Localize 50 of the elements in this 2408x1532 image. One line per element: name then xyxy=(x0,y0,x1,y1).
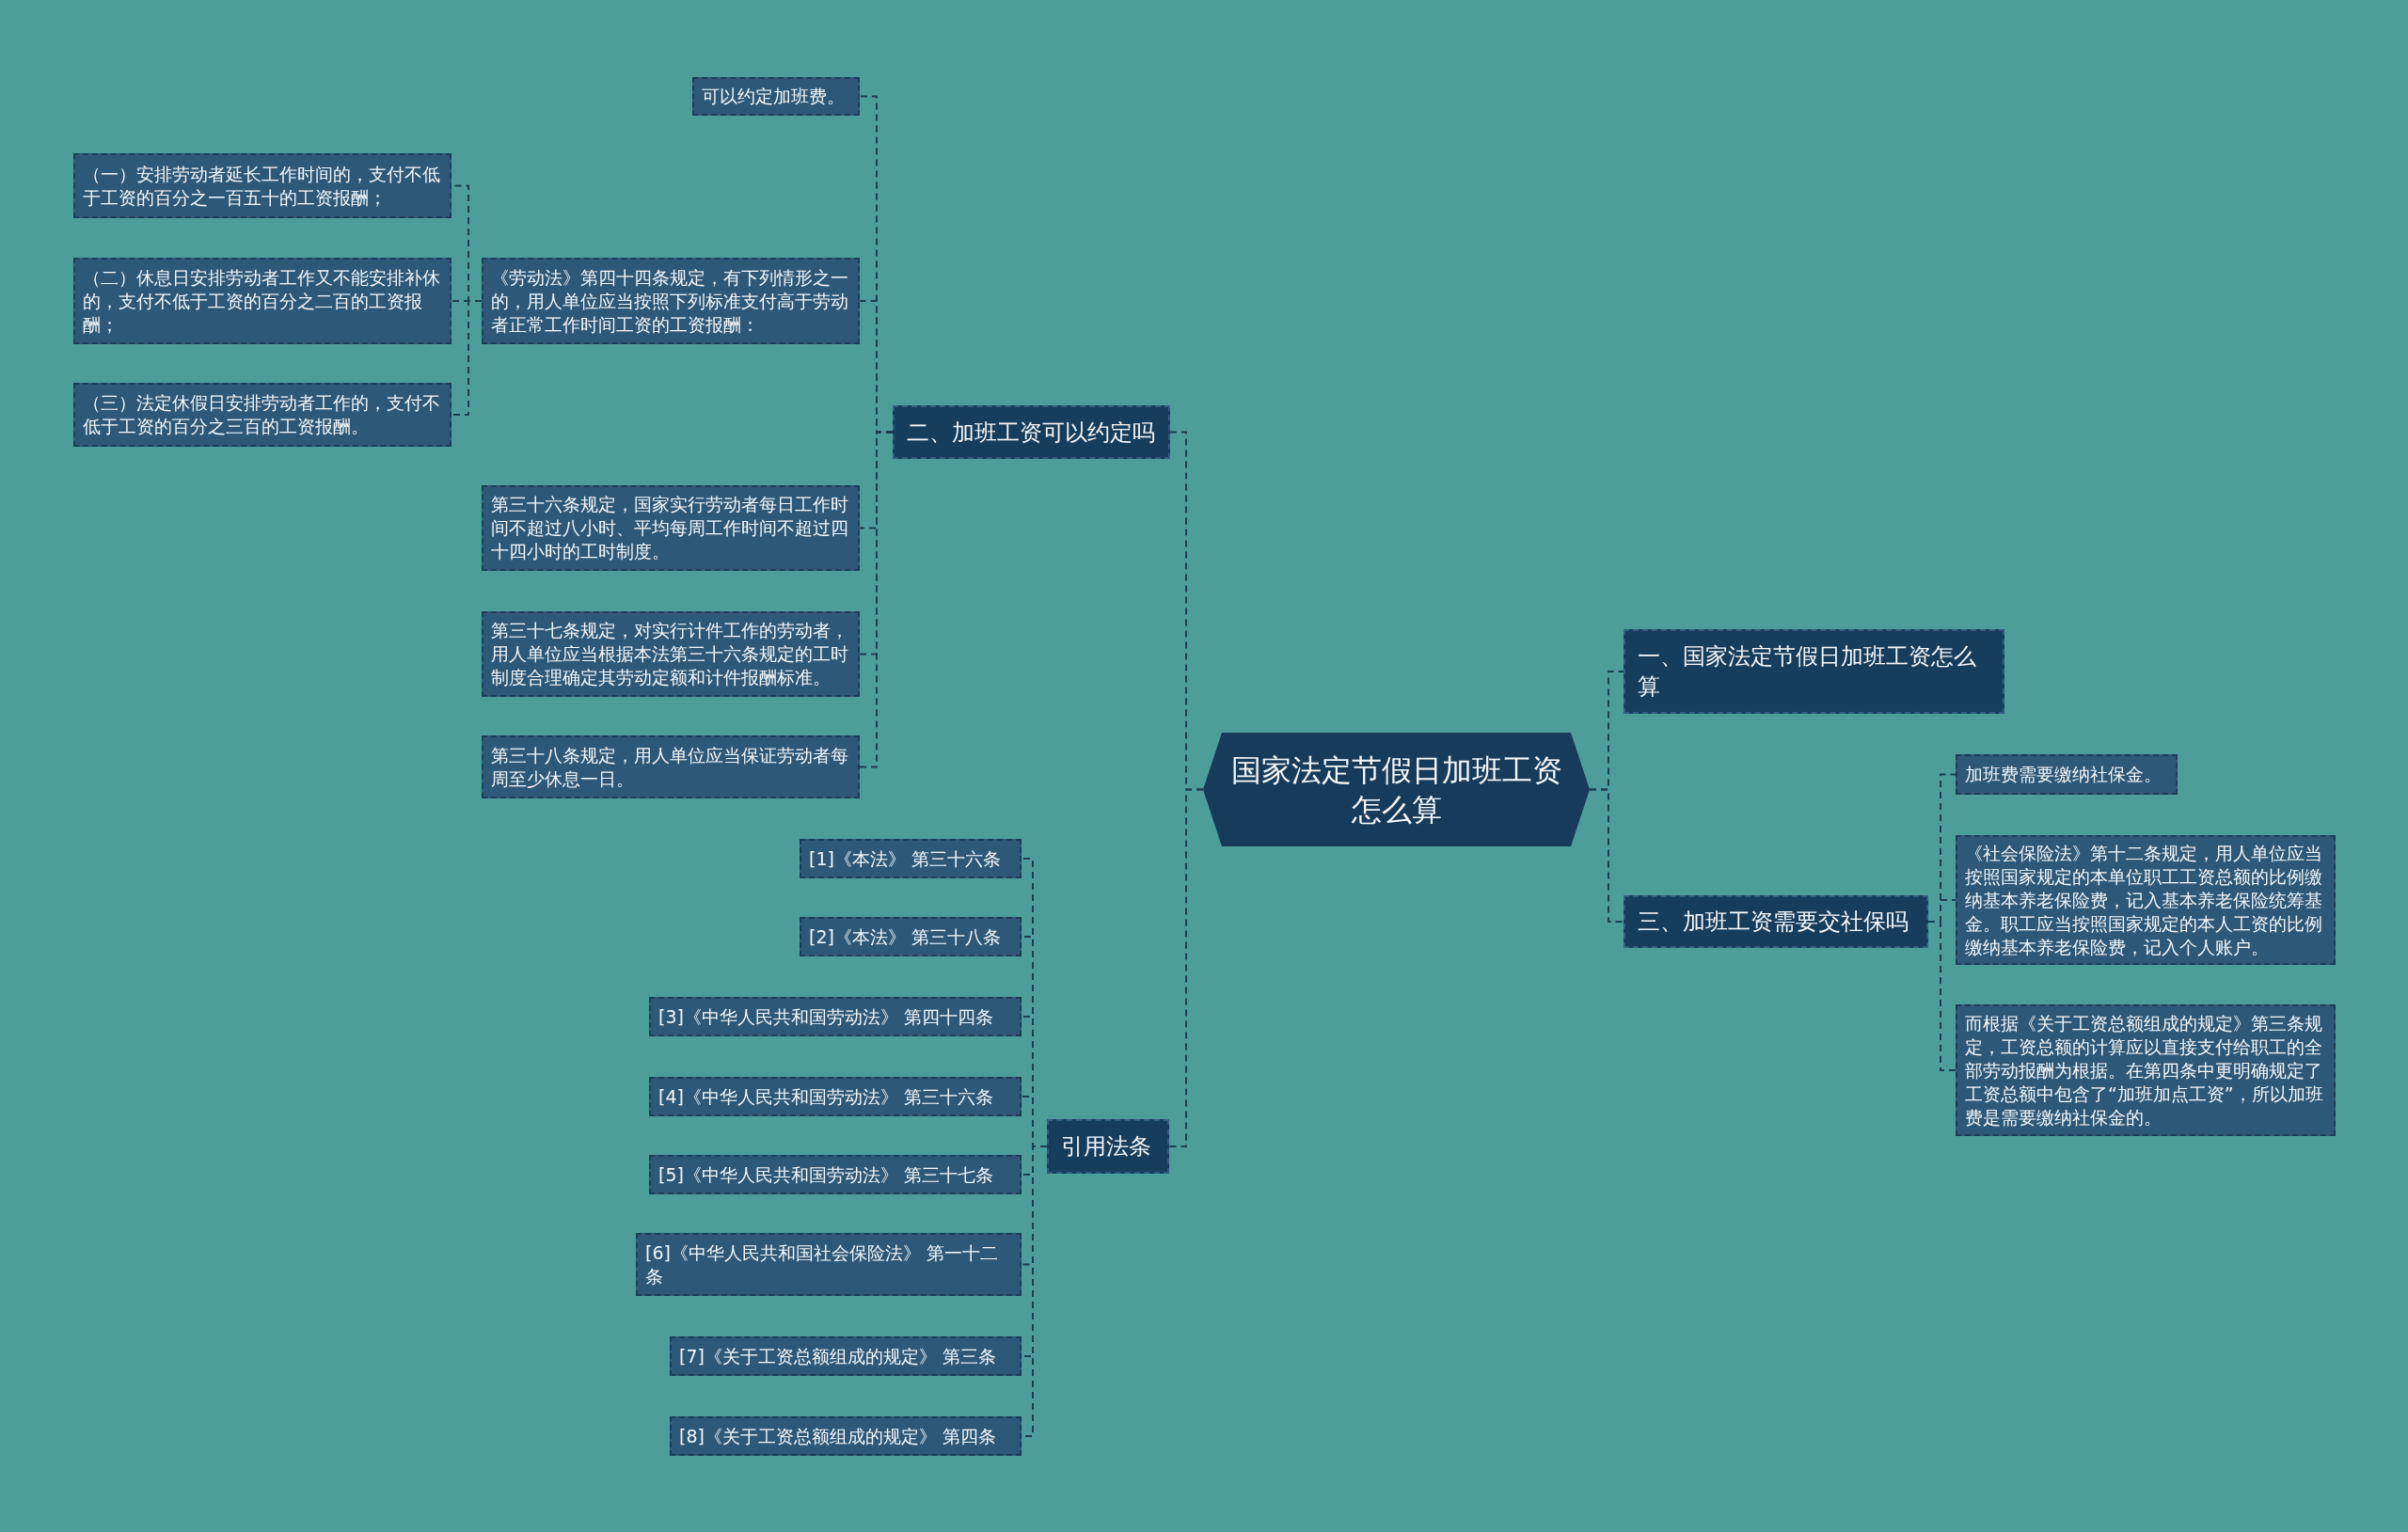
note-text: 第三十七条规定，对实行计件工作的劳动者，用人单位应当根据本法第三十六条规定的工时制度合理确定其劳动定额和计件报酬标准。 xyxy=(491,619,849,689)
note-card xyxy=(649,1077,1022,1116)
branch-topic-card xyxy=(1624,629,2004,714)
note-card xyxy=(73,258,452,344)
note-text: 第三十六条规定，国家实行劳动者每日工作时间不超过八小时、平均每周工作时间不超过四十四小时的工时制度。 xyxy=(491,493,849,563)
note-text: （一）安排劳动者延长工作时间的，支付不低于工资的百分之一百五十的工资报酬； xyxy=(83,162,441,210)
note-text: [4]《中华人民共和国劳动法》 第三十六条 xyxy=(658,1084,994,1109)
note-text: （二）休息日安排劳动者工作又不能安排补休的，支付不低于工资的百分之二百的工资报酬； xyxy=(83,265,441,337)
note-text: 可以约定加班费。 xyxy=(702,85,846,108)
central-topic-hexagon xyxy=(1203,733,1590,846)
note-text: 第三十八条规定，用人单位应当保证劳动者每周至少休息一日。 xyxy=(491,743,849,791)
note-text: [2]《本法》 第三十八条 xyxy=(809,924,1002,949)
connector-line xyxy=(451,300,483,416)
note-card xyxy=(670,1416,1022,1456)
connector-line xyxy=(1927,921,1956,1071)
note-text: 《社会保险法》第十二条规定，用人单位应当按照国家规定的本单位职工工资总额的比例缴纳基本养老保险费，记入基本养老保险统筹基金。职工应当按照国家规定的本人工资的比例缴纳基本养老保险费，记入个人账户。 xyxy=(1965,841,2323,959)
note-text: [1]《本法》 第三十六条 xyxy=(809,846,1002,871)
branch-topic-card xyxy=(1624,895,1928,948)
note-text: 《劳动法》第四十四条规定，有下列情形之一的，用人单位应当按照下列标准支付高于劳动者正常工作时间工资的工资报酬： xyxy=(491,265,849,337)
note-text: （三）法定休假日安排劳动者工作的，支付不低于工资的百分之三百的工资报酬。 xyxy=(83,391,441,438)
note-card xyxy=(482,485,860,571)
note-card xyxy=(482,611,860,697)
note-card xyxy=(1956,754,2178,795)
note-text: [3]《中华人民共和国劳动法》 第四十四条 xyxy=(658,1004,994,1029)
note-card xyxy=(73,153,452,218)
branch-topic-text: 引用法条 xyxy=(1061,1132,1152,1161)
note-text: [5]《中华人民共和国劳动法》 第三十七条 xyxy=(658,1162,994,1187)
note-card xyxy=(670,1336,1022,1376)
note-text: [6]《中华人民共和国社会保险法》 第一十二条 xyxy=(645,1240,999,1288)
branch-topic-card xyxy=(893,405,1170,459)
note-text: 加班费需要缴纳社保金。 xyxy=(1965,763,2162,786)
branch-topic-text: 二、加班工资可以约定吗 xyxy=(907,418,1156,448)
note-card xyxy=(73,383,452,447)
note-card xyxy=(482,735,860,798)
note-card xyxy=(482,258,860,344)
note-card xyxy=(800,917,1022,956)
note-text: [8]《关于工资总额组成的规定》 第四条 xyxy=(679,1424,997,1448)
connector-line xyxy=(1589,788,1624,923)
branch-topic-text: 一、国家法定节假日加班工资怎么算 xyxy=(1638,642,1977,702)
note-card xyxy=(649,997,1022,1036)
connector-line xyxy=(1168,788,1204,1147)
note-card xyxy=(636,1233,1022,1296)
note-card xyxy=(800,839,1022,878)
central-topic-text: 国家法定节假日加班工资怎么算 xyxy=(1229,750,1563,829)
note-text: 而根据《关于工资总额组成的规定》第三条规定，工资总额的计算应以直接支付给职工的全部劳动报酬为根据。在第四条中更明确规定了工资总额中包含了“加班加点工资”，所以加班费是需要缴纳社保金的。 xyxy=(1965,1011,2324,1129)
note-text: [7]《关于工资总额组成的规定》 第三条 xyxy=(679,1344,997,1368)
branch-topic-card xyxy=(1047,1119,1169,1174)
note-card xyxy=(649,1155,1022,1194)
note-card xyxy=(692,77,860,116)
branch-topic-text: 三、加班工资需要交社保吗 xyxy=(1638,908,1909,937)
